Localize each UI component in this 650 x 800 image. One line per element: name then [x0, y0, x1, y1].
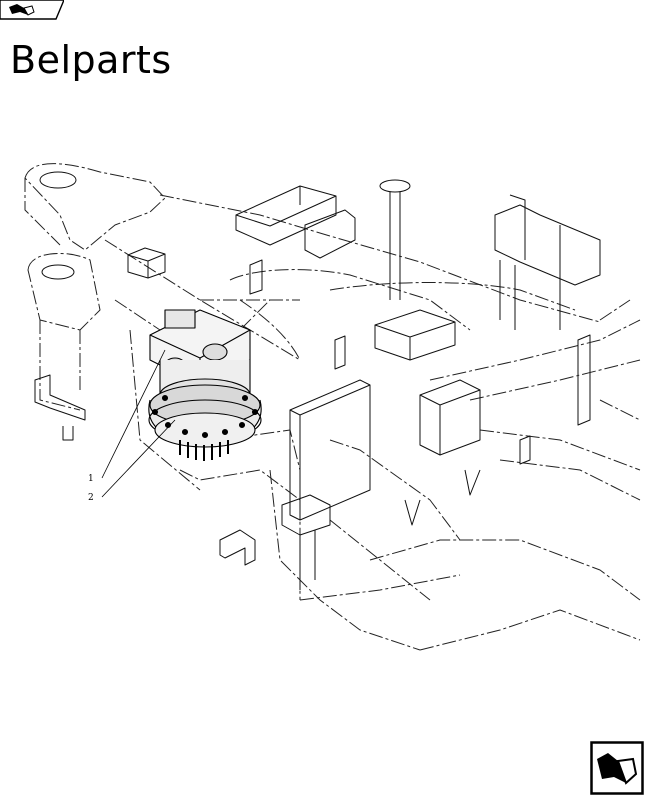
bolt-ring	[151, 394, 259, 439]
next-page-button[interactable]	[590, 741, 644, 795]
chassis-frame	[24, 163, 641, 651]
gear-teeth	[179, 440, 229, 461]
callout-1-label: 1	[88, 474, 94, 484]
page-flip-icon	[9, 4, 35, 16]
brand-title: Belparts	[10, 38, 172, 82]
bracket-parts	[34, 171, 601, 590]
swing-motor-assembly	[148, 309, 262, 461]
parts-diagram: 1 2	[24, 163, 641, 651]
callout-lines	[101, 349, 176, 498]
callout-2-label: 2	[88, 493, 94, 503]
next-page-icon	[597, 753, 638, 785]
page-tab[interactable]	[0, 0, 64, 20]
